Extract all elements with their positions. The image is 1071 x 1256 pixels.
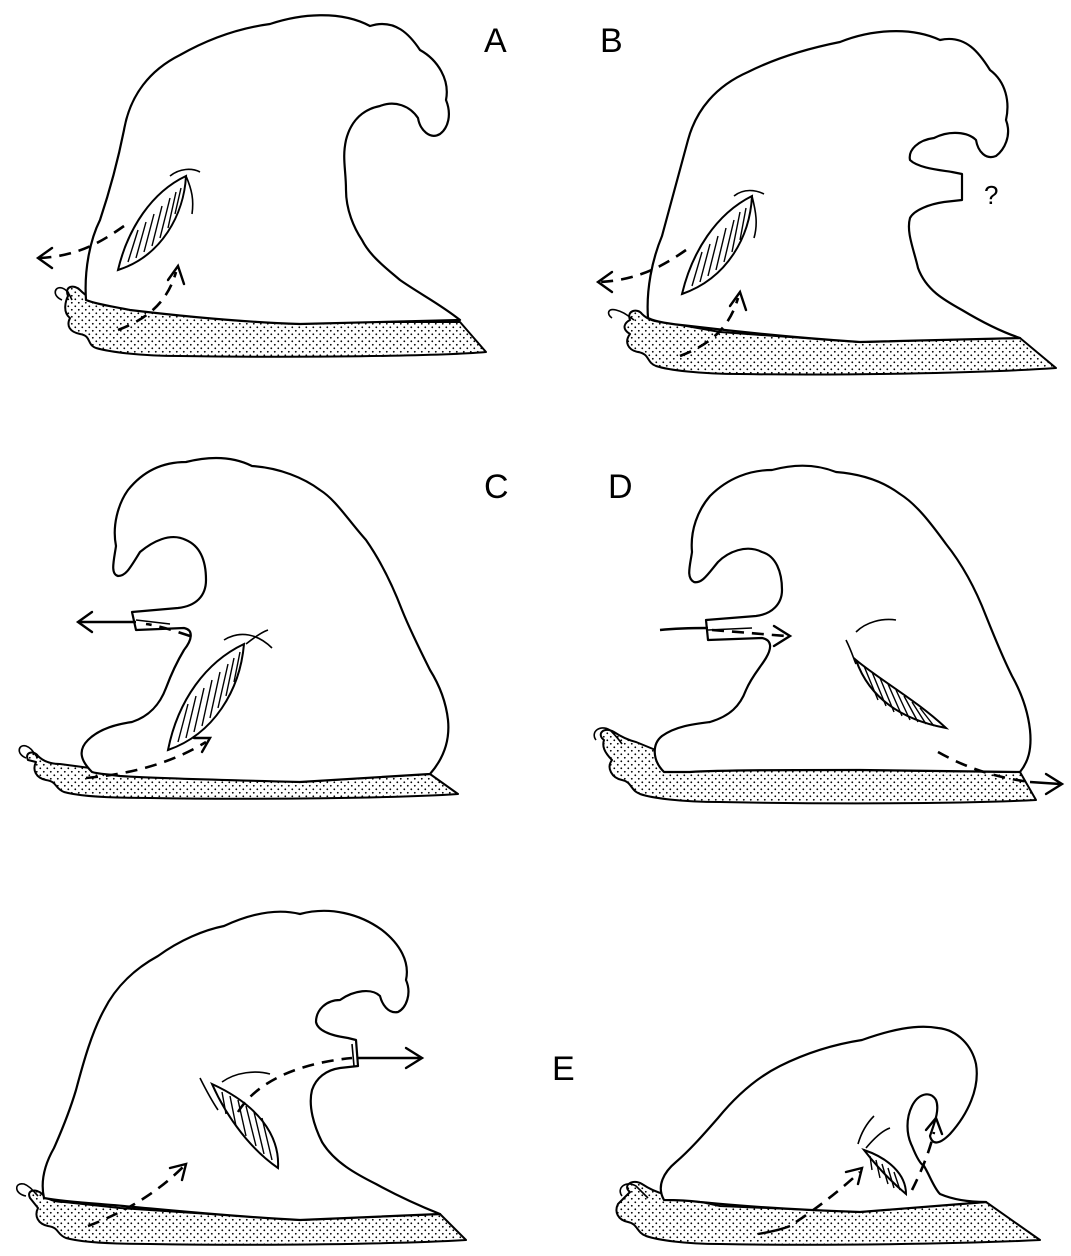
panel-c: C — [19, 458, 508, 799]
panel-label-c: C — [484, 468, 509, 506]
panel-label-b: B — [600, 22, 623, 60]
panel-a: A — [38, 15, 507, 357]
panel-b: ? B — [598, 22, 1056, 375]
shell-e1 — [43, 911, 440, 1220]
panel-e-left — [17, 911, 466, 1245]
panel-d: D — [594, 466, 1062, 804]
panel-label-d: D — [608, 468, 633, 506]
shell-d — [655, 466, 1031, 772]
panel-label-e: E — [552, 1050, 575, 1088]
question-mark-b: ? — [984, 180, 998, 210]
panel-label-a: A — [484, 22, 507, 60]
panel-e-right: E — [552, 1027, 1040, 1245]
inflow-arrow-d — [660, 628, 708, 630]
outflow-arrow-solid-d — [1030, 782, 1060, 784]
shell-a — [86, 15, 460, 324]
shell-b — [648, 31, 1020, 342]
